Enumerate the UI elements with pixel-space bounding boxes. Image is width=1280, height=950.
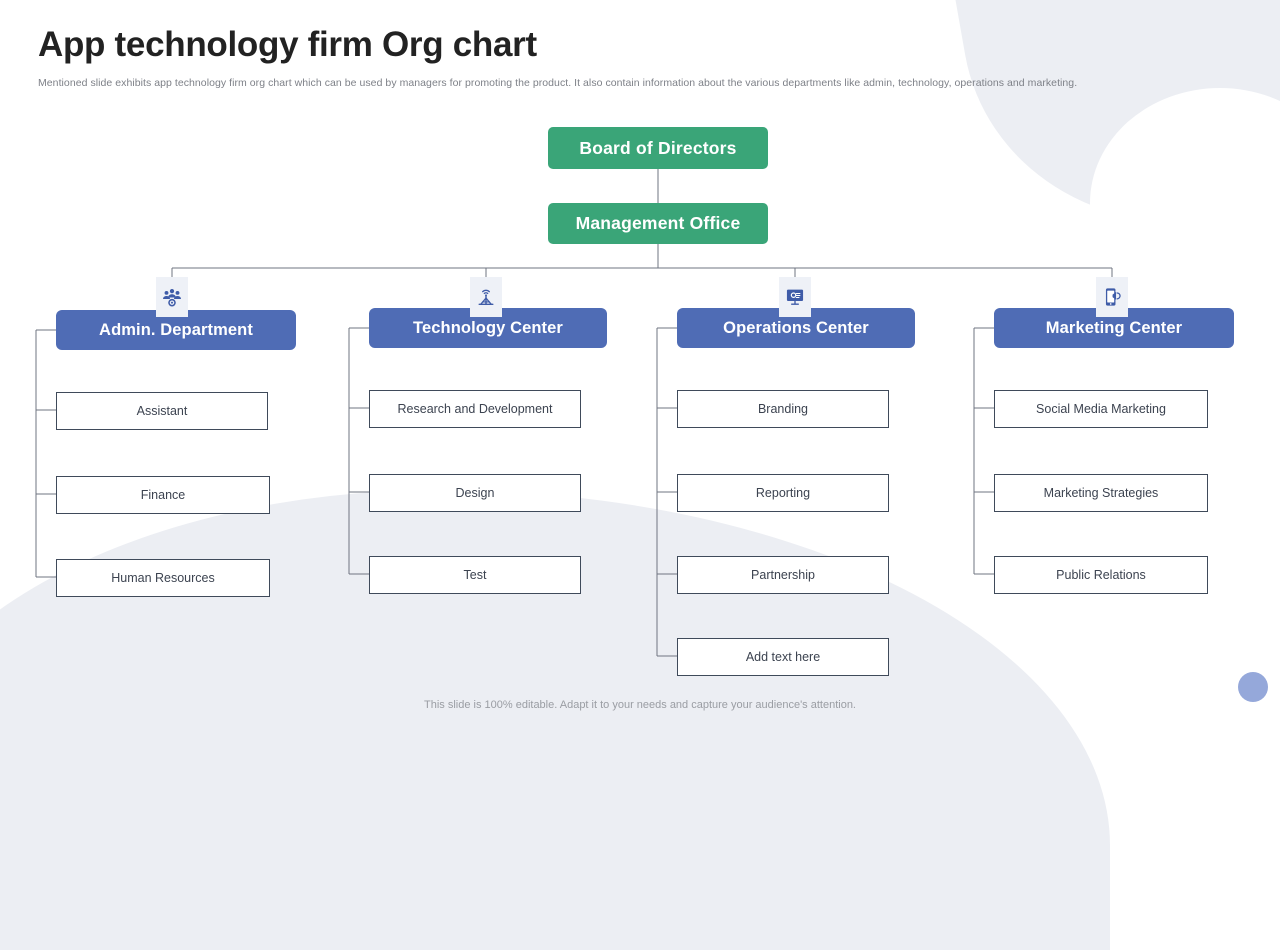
node-board-of-directors[interactable]: Board of Directors (548, 127, 768, 169)
child-box-finance[interactable]: Finance (56, 476, 270, 514)
child-box-add-text-here[interactable]: Add text here (677, 638, 889, 676)
child-box-research-and-development-label: Research and Development (397, 402, 553, 416)
child-box-marketing-strategies-label: Marketing Strategies (1043, 486, 1159, 500)
monitor-gear-icon (779, 277, 811, 317)
child-box-partnership[interactable]: Partnership (677, 556, 889, 594)
child-box-reporting[interactable]: Reporting (677, 474, 889, 512)
dept-header-admin-department-label: Admin. Department (99, 320, 253, 339)
child-box-design-label: Design (455, 486, 495, 500)
node-management-office[interactable]: Management Office (548, 203, 768, 244)
child-box-assistant-label: Assistant (136, 404, 188, 418)
slide-header: App technology firm Org chart Mentioned … (38, 25, 1240, 90)
child-box-test[interactable]: Test (369, 556, 581, 594)
node-board-of-directors-label: Board of Directors (579, 137, 737, 158)
page-subtitle: Mentioned slide exhibits app technology … (38, 76, 1078, 89)
child-box-finance-label: Finance (140, 488, 186, 502)
org-chart: Board of Directors Management Office Adm… (56, 127, 1234, 676)
dept-header-technology-center-label: Technology Center (413, 318, 563, 337)
child-box-assistant[interactable]: Assistant (56, 392, 268, 430)
people-group-icon (156, 277, 188, 317)
mobile-megaphone-icon (1096, 277, 1128, 317)
broadcast-antenna-icon (470, 277, 502, 317)
child-box-test-label: Test (463, 568, 487, 582)
child-box-reporting-label: Reporting (755, 486, 811, 500)
dept-header-operations-center-label: Operations Center (723, 318, 869, 337)
child-box-branding[interactable]: Branding (677, 390, 889, 428)
child-box-human-resources[interactable]: Human Resources (56, 559, 270, 597)
child-box-human-resources-label: Human Resources (111, 571, 215, 585)
dept-header-marketing-center-label: Marketing Center (1045, 318, 1183, 337)
child-box-research-and-development[interactable]: Research and Development (369, 390, 581, 428)
child-box-public-relations-label: Public Relations (1056, 568, 1146, 582)
child-box-partnership-label: Partnership (751, 568, 815, 582)
footer-note: This slide is 100% editable. Adapt it to… (424, 699, 856, 711)
child-box-branding-label: Branding (757, 402, 809, 416)
child-box-add-text-here-label: Add text here (745, 650, 821, 664)
page-title: App technology firm Org chart (38, 25, 537, 64)
child-box-design[interactable]: Design (369, 474, 581, 512)
child-box-social-media-marketing-label: Social Media Marketing (1036, 402, 1166, 416)
child-box-public-relations[interactable]: Public Relations (994, 556, 1208, 594)
child-box-marketing-strategies[interactable]: Marketing Strategies (994, 474, 1208, 512)
child-box-social-media-marketing[interactable]: Social Media Marketing (994, 390, 1208, 428)
node-management-office-label: Management Office (575, 213, 741, 233)
decorative-dot (1238, 672, 1268, 702)
